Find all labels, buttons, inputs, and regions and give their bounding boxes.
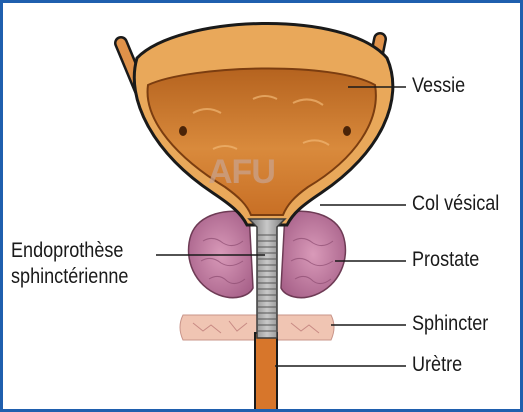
label-col-vesical: Col vésical <box>412 192 499 216</box>
label-prostate: Prostate <box>412 248 479 272</box>
label-uretre: Urètre <box>412 353 462 377</box>
prostate-right-lobe <box>281 211 345 297</box>
label-endoprothese-line1: Endoprothèse <box>11 239 123 263</box>
label-endoprothese-line2: sphinctérienne <box>11 265 128 289</box>
ureteral-orifice-left <box>179 126 187 136</box>
label-vessie: Vessie <box>412 74 465 98</box>
urethra-tube <box>255 333 277 409</box>
bladder-lumen <box>148 68 376 215</box>
ureteral-orifice-right <box>343 126 351 136</box>
label-sphincter: Sphincter <box>412 312 488 336</box>
afu-watermark: AFU <box>208 153 275 192</box>
